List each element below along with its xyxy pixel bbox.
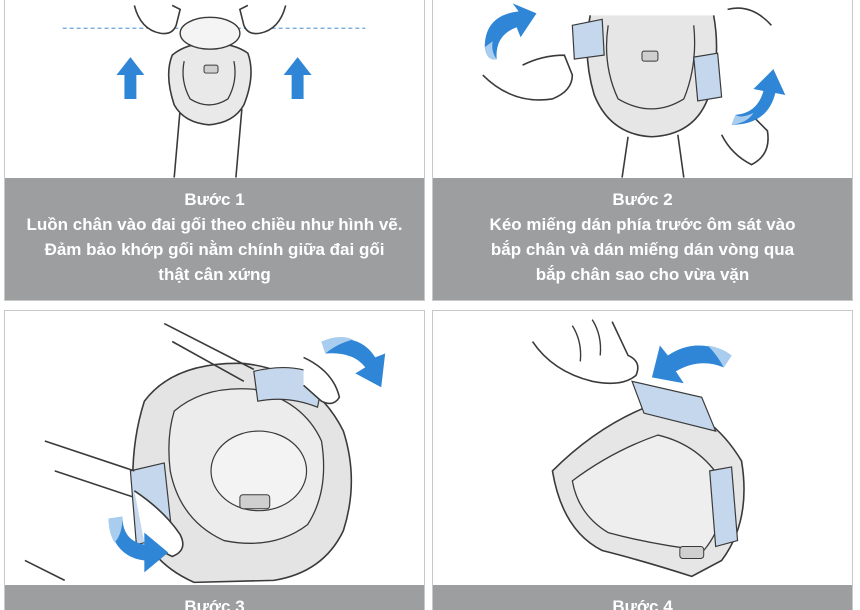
step-3-caption: Bước 3 bbox=[5, 585, 424, 610]
step-4-caption: Bước 4 bbox=[433, 585, 852, 610]
step-2-illustration bbox=[482, 3, 786, 178]
step-title: Bước 2 bbox=[612, 190, 673, 209]
step-4-panel: Bước 4 bbox=[432, 310, 853, 610]
side-strap bbox=[709, 466, 739, 548]
step-text-line: thật cân xứng bbox=[158, 265, 271, 284]
upper-arm bbox=[163, 322, 255, 383]
step-2-caption: Bước 2 Kéo miếng dán phía trước ôm sát v… bbox=[433, 178, 852, 300]
step-title: Bước 1 bbox=[184, 190, 245, 209]
step-1-panel: Bước 1 Luồn chân vào đai gối theo chiều … bbox=[4, 0, 425, 301]
arrow-icon bbox=[283, 57, 312, 99]
knee-brace bbox=[167, 42, 252, 126]
step-text-line: Kéo miếng dán phía trước ôm sát vào bbox=[489, 215, 796, 234]
lower-arm bbox=[44, 440, 135, 498]
upper-strap bbox=[631, 380, 717, 432]
step-3-illustration bbox=[24, 322, 386, 584]
right-hand bbox=[238, 4, 287, 35]
step-2-panel: Bước 2 Kéo miếng dán phía trước ôm sát v… bbox=[432, 0, 853, 301]
step-text-line: Luồn chân vào đai gối theo chiều như hìn… bbox=[26, 215, 403, 234]
step-text-line: bắp chân và dán miếng dán vòng qua bbox=[490, 240, 795, 259]
step-title: Bước 4 bbox=[612, 597, 673, 610]
step-title: Bước 3 bbox=[184, 597, 245, 610]
right-hand bbox=[720, 114, 769, 166]
step-1-caption: Bước 1 Luồn chân vào đai gối theo chiều … bbox=[5, 178, 424, 300]
curved-arrow-icon bbox=[108, 516, 169, 573]
step-4-illustration bbox=[531, 319, 745, 578]
curved-arrow-icon bbox=[651, 345, 732, 384]
curved-arrow-icon bbox=[321, 336, 386, 388]
step-text-line: Đảm bảo khớp gối nằm chính giữa đai gối bbox=[44, 240, 385, 259]
arrow-icon bbox=[116, 57, 145, 99]
upper-hand bbox=[303, 356, 341, 405]
left-hand bbox=[133, 4, 182, 35]
hand bbox=[531, 321, 639, 385]
side-strap bbox=[693, 52, 723, 102]
front-strap bbox=[571, 18, 605, 60]
step-1-illustration bbox=[62, 4, 366, 178]
leg-outline bbox=[173, 108, 243, 178]
step-3-panel: Bước 3 bbox=[4, 310, 425, 610]
curved-arrow-icon bbox=[484, 3, 537, 60]
curved-arrow-icon bbox=[731, 69, 786, 125]
left-hand bbox=[482, 54, 574, 101]
step-text-line: bắp chân sao cho vừa vặn bbox=[535, 265, 750, 284]
